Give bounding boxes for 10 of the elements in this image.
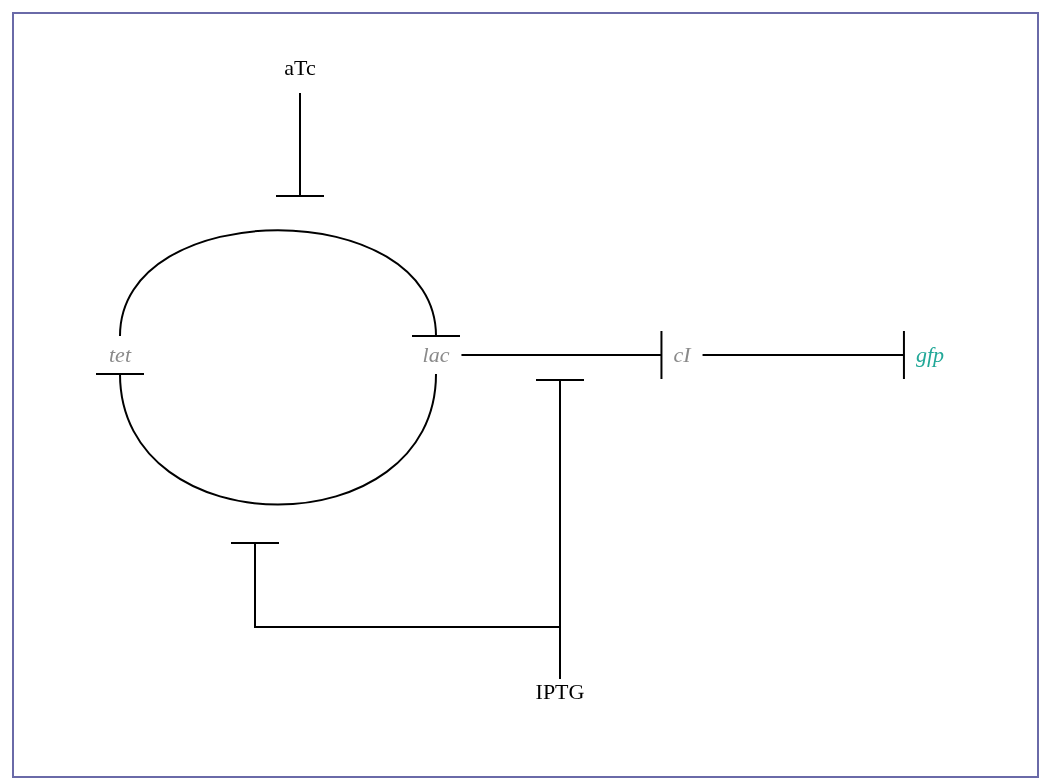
inhibition-line [230, 542, 561, 680]
inducer-label: IPTG [535, 679, 585, 705]
inhibition-line [275, 92, 325, 197]
inhibition-line [701, 330, 905, 380]
inhibition-line [460, 330, 663, 380]
gene-label: gfp [915, 342, 945, 368]
gene-label: tet [109, 342, 131, 368]
gene-label: cI [673, 342, 691, 368]
gene-label: lac [422, 342, 450, 368]
inducer-label: aTc [284, 55, 316, 81]
